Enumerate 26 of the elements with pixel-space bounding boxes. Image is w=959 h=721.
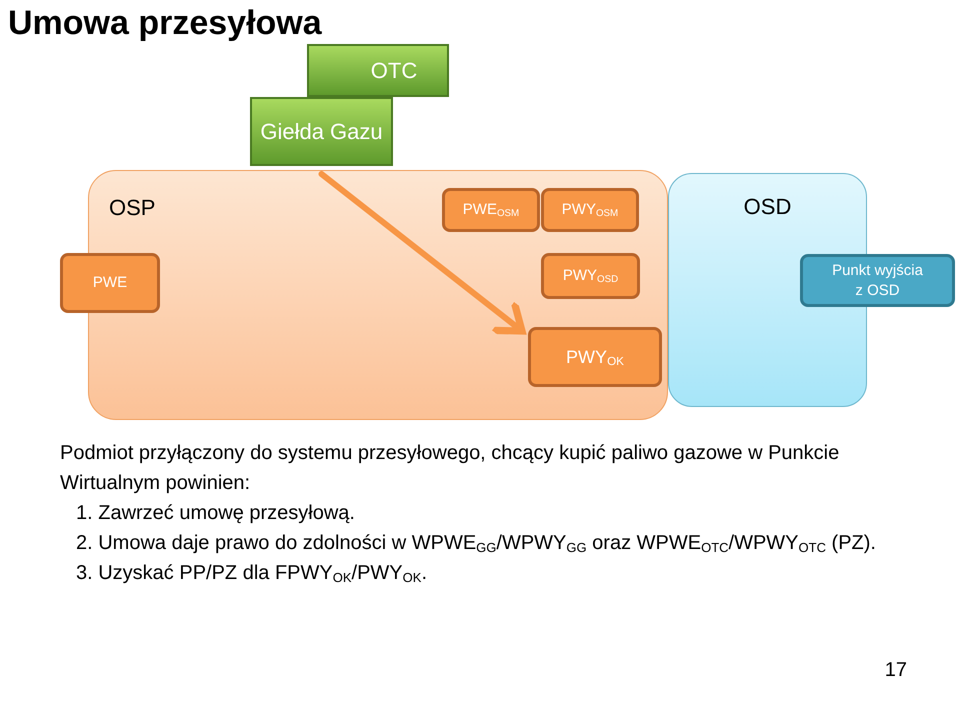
point-box	[541, 253, 640, 299]
market-box	[250, 97, 393, 166]
point-box	[528, 327, 662, 387]
body-text: 1. Zawrzeć umowę przesyłową.	[75, 501, 356, 526]
point-box	[541, 188, 639, 232]
arrow	[318, 171, 526, 335]
market-box	[307, 44, 449, 97]
operator-area	[88, 170, 668, 420]
slide-title: Umowa przesyłowa	[8, 3, 322, 44]
node-label: Punkt wyjścia z OSD	[831, 260, 924, 300]
body-text: 2. Umowa daje prawo do zdolności w WPWE$_{GG}$/WPWY$_{GG}$ oraz WPWE$_{OTC}$/WPWY$_{OTC}$ (PZ).	[75, 531, 877, 558]
exit-point-box	[800, 254, 955, 307]
node-label: OTC	[370, 56, 418, 84]
node-label: OSP	[109, 194, 156, 222]
node-label: PWE$_{OSM}$	[462, 200, 520, 222]
point-box	[442, 188, 540, 232]
node-label: PWY$_{OSM}$	[562, 200, 618, 222]
node-label: PWE	[92, 272, 128, 293]
node-label: PWY$_{OK}$	[566, 346, 624, 370]
body-text: 3. Uzyskać PP/PZ dla FPWY$_{OK}$/PWY$_{OK}$.	[75, 561, 428, 588]
body-text: Podmiot przyłączony do systemu przesyłowego, chcący kupić paliwo gazowe w Punkcie Wirtualnym powinien:	[60, 441, 840, 496]
node-label: PWY$_{OSD}$	[562, 266, 618, 288]
point-box	[60, 253, 160, 313]
node-label: OSD	[742, 193, 792, 221]
node-label: Giełda Gazu	[260, 118, 383, 146]
page-number: 17	[884, 658, 907, 683]
